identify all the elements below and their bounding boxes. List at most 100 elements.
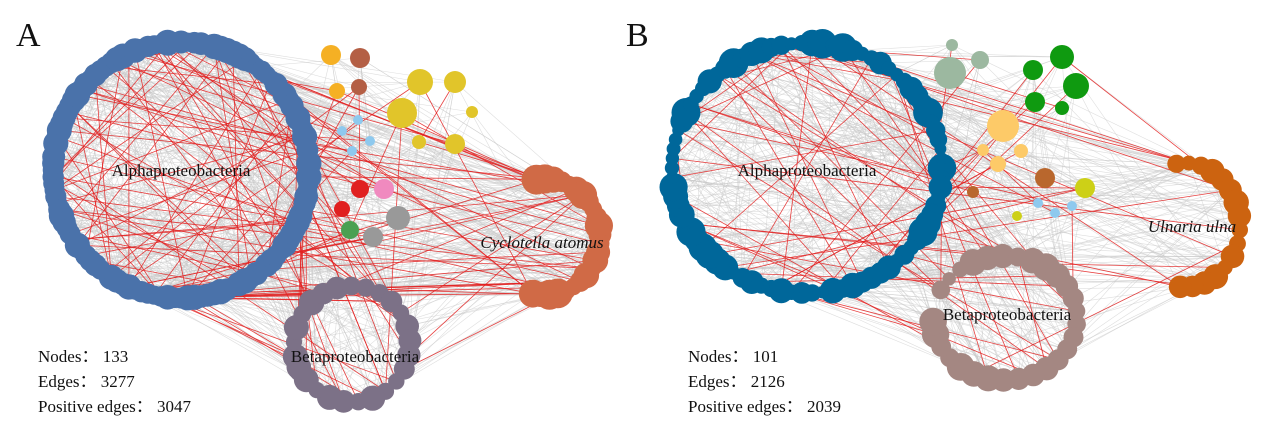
positive-edge: [681, 121, 1039, 204]
positive-edge: [717, 186, 941, 262]
panel-b-letter: B: [626, 17, 649, 54]
positive-edge: [671, 167, 939, 197]
negative-edge: [69, 149, 308, 235]
positive-edge: [154, 44, 277, 256]
positive-edge: [330, 54, 456, 145]
positive-edge: [940, 148, 1074, 338]
panel-a-edges-stat: Edges： 3277: [38, 372, 135, 391]
negative-edge: [780, 43, 813, 291]
positive-edge: [1067, 229, 1240, 350]
panel-b-group-node: [971, 51, 989, 69]
panel-b-positive-edges-stat: Positive edges： 2039: [688, 397, 841, 416]
positive-edge: [55, 196, 267, 266]
positive-edge: [116, 58, 592, 269]
panel-b-group-node: [1067, 201, 1077, 211]
panel-a-beta-label: Betaproteobacteria: [291, 347, 420, 366]
positive-edge: [733, 62, 918, 97]
negative-edge: [55, 196, 374, 238]
panel-b-alpha-node: [819, 277, 846, 304]
negative-edge: [690, 103, 974, 193]
positive-edge: [861, 53, 936, 335]
positive-edge: [671, 167, 933, 215]
positive-edge: [69, 46, 215, 235]
positive-edge: [972, 262, 1059, 360]
panel-b-group-node: [1025, 92, 1045, 112]
positive-edge: [685, 112, 933, 122]
panel-a-group-node: [341, 221, 359, 239]
negative-edge: [311, 302, 359, 402]
positive-edge: [673, 53, 863, 150]
negative-edge: [385, 112, 403, 392]
panel-b-alpha-node: [659, 173, 688, 202]
positive-edge: [771, 288, 1034, 376]
panel-a-diatom-node: [518, 279, 547, 308]
negative-edge: [791, 59, 981, 293]
positive-edge: [359, 57, 392, 302]
negative-edge: [336, 189, 577, 289]
positive-edge: [306, 196, 594, 210]
negative-edge: [308, 176, 554, 180]
positive-edge: [941, 177, 1059, 360]
positive-edge: [781, 45, 941, 188]
panel-a-nodes: [42, 29, 614, 413]
panel-a-nodes-stat: Nodes： 133: [38, 347, 128, 366]
positive-edge: [896, 74, 1238, 244]
panel-a-beta-node: [388, 373, 405, 390]
positive-edge: [160, 117, 299, 297]
positive-edge: [200, 43, 303, 315]
panel-a-beta-node: [286, 354, 312, 380]
positive-edge: [801, 42, 989, 379]
negative-edge: [73, 100, 112, 278]
positive-edge: [256, 57, 361, 67]
positive-edge: [70, 181, 562, 235]
panel-a-group-node: [353, 115, 363, 125]
negative-edge: [275, 84, 534, 294]
negative-edge: [187, 79, 272, 298]
panel-b-group-node: [1012, 211, 1022, 221]
negative-edge: [709, 187, 1086, 256]
positive-edge: [1020, 150, 1223, 180]
positive-edge: [932, 214, 1077, 325]
negative-edge: [702, 74, 898, 248]
positive-edge: [111, 140, 371, 278]
positive-edge: [880, 59, 981, 64]
negative-edge: [77, 244, 592, 269]
positive-edge: [917, 239, 1226, 268]
negative-edge: [681, 120, 1073, 207]
negative-edge: [401, 112, 600, 227]
panel-b-beta-node: [931, 280, 951, 300]
panel-b-group-node: [1014, 144, 1028, 158]
positive-edge: [59, 66, 107, 210]
panel-b-beta-node: [990, 243, 1015, 269]
negative-edge: [128, 70, 262, 288]
panel-b-beta-label: Betaproteobacteria: [943, 305, 1072, 324]
positive-edge: [791, 43, 933, 215]
panel-b-edges-stat: Edges： 2126: [688, 372, 785, 391]
positive-edge: [702, 215, 1018, 248]
positive-edge: [972, 191, 1238, 244]
negative-edge: [685, 223, 1018, 258]
positive-edge: [116, 58, 272, 261]
panel-b-beta-node: [919, 307, 947, 336]
positive-edge: [372, 81, 421, 399]
positive-edge: [194, 297, 373, 399]
positive-edge: [681, 214, 1216, 277]
panel-b-group-node: [1050, 45, 1074, 69]
positive-edge: [200, 94, 285, 297]
positive-edge: [53, 156, 308, 191]
positive-edge: [351, 285, 397, 382]
positive-edge: [116, 58, 599, 226]
positive-edge: [122, 55, 309, 164]
panel-b-alpha-node: [935, 152, 948, 165]
positive-edge: [330, 54, 587, 276]
negative-edge: [52, 43, 202, 177]
positive-edge: [941, 167, 1047, 369]
positive-edge: [709, 81, 1003, 257]
panel-a-group-node: [407, 69, 433, 95]
negative-edge: [167, 42, 351, 231]
panel-b-nodes: [659, 29, 1252, 392]
positive-edge: [852, 50, 912, 248]
positive-edge: [141, 112, 403, 292]
positive-edge: [671, 167, 1068, 350]
panel-b-group-node: [1035, 168, 1055, 188]
